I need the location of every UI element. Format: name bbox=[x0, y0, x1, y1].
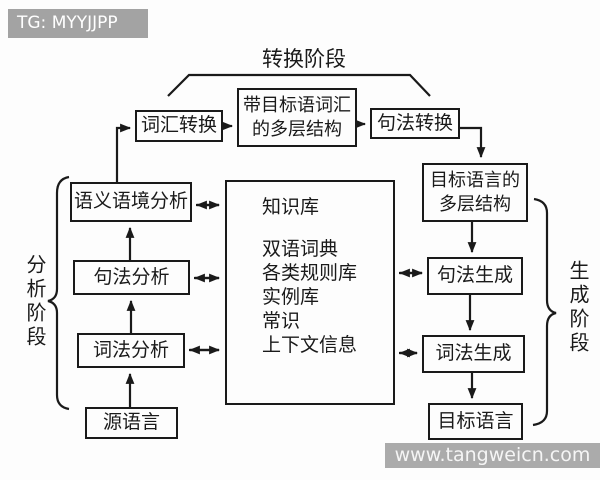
box-syntactic-analysis: 句法分析 bbox=[73, 260, 190, 295]
box-target-multilayer: 目标语言的多层结构 bbox=[422, 163, 528, 222]
knowledge-base-items: 双语词典 各类规则库 实例库 常识 上下文信息 bbox=[262, 237, 357, 357]
kb-item: 各类规则库 bbox=[262, 262, 358, 284]
transform-phase-label: 转换阶段 bbox=[262, 47, 346, 71]
kb-item: 实例库 bbox=[262, 286, 320, 308]
kb-item: 上下文信息 bbox=[262, 334, 358, 356]
transform-phase-brace bbox=[167, 73, 431, 97]
box-syntactic-transfer: 句法转换 bbox=[370, 108, 460, 139]
knowledge-base-title: 知识库 bbox=[262, 196, 320, 218]
box-target-lex-multilayer: 带目标语词汇的多层结构 bbox=[237, 88, 357, 147]
generation-phase-label: 生成阶段 bbox=[566, 260, 590, 356]
analysis-phase-label: 分析阶段 bbox=[23, 254, 47, 350]
box-source-language: 源语言 bbox=[85, 407, 178, 439]
box-knowledge-base bbox=[225, 180, 395, 405]
analysis-phase-brace bbox=[47, 175, 70, 411]
arrow-syntactic-transfer-to-target-multilayer bbox=[460, 126, 486, 159]
box-syntactic-generation: 句法生成 bbox=[427, 257, 523, 295]
watermark: www.tangweicn.com bbox=[385, 443, 600, 468]
kb-item: 双语词典 bbox=[262, 238, 339, 260]
tag-badge: TG: MYYJJPP bbox=[8, 9, 148, 38]
box-lexical-analysis: 词法分析 bbox=[77, 333, 185, 368]
box-lexical-transfer: 词汇转换 bbox=[135, 110, 223, 142]
kb-item: 常识 bbox=[262, 310, 301, 332]
generation-phase-brace bbox=[532, 197, 557, 427]
box-lexical-generation: 词法生成 bbox=[422, 335, 525, 373]
arrow-semantic-to-lexical-transfer bbox=[115, 123, 132, 182]
box-target-language: 目标语言 bbox=[428, 403, 523, 440]
box-semantic-context-analysis: 语义语境分析 bbox=[70, 182, 192, 222]
